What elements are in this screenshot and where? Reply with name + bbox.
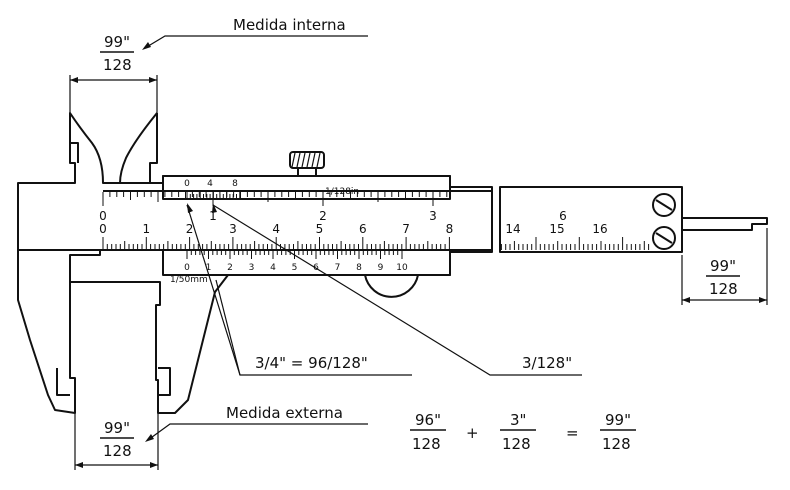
screw-bottom (652, 226, 676, 250)
vernier-bottom-label: 9 (378, 263, 384, 273)
frac-right-den: 128 (709, 280, 738, 298)
leader-three-quarter (186, 204, 412, 376)
inner-jaw-left-notch (70, 142, 79, 163)
eq-equals: = (566, 424, 579, 442)
inch-scale-label: 3 (429, 209, 437, 223)
fixed-jaw-body (17, 112, 493, 414)
mm-scale-label: 14 (505, 222, 520, 236)
vernier-bottom-label: 1 (206, 263, 212, 273)
inner-jaw-right-edge (149, 113, 158, 183)
leader-three-128 (212, 204, 582, 376)
callout-three-128: 3/128" (522, 354, 572, 372)
depth-rod (681, 207, 768, 231)
mm-scale-label: 16 (592, 222, 607, 236)
eq-a-den: 128 (412, 435, 441, 453)
vernier-top-label: 0 (184, 179, 190, 189)
mm-scale-label: 4 (272, 222, 280, 236)
screw-top (652, 193, 676, 217)
vernier-bottom-label: 0 (184, 263, 190, 273)
frac-top-num: 99" (104, 33, 130, 51)
frac-top-den: 128 (103, 56, 132, 74)
mm-scale-label: 6 (359, 222, 367, 236)
vernier-top-label: 4 (207, 179, 213, 189)
ext-jaw-right-notch (158, 367, 171, 396)
label-medida-externa: Medida externa (226, 404, 343, 422)
mm-scale-label: 15 (549, 222, 564, 236)
vernier-mm-unit: 1/50mm (170, 275, 208, 285)
leader-medida-externa (147, 423, 368, 441)
outer-jaw (17, 250, 76, 414)
inch-scale-label: 2 (319, 209, 327, 223)
inch-scale-label: 1 (209, 209, 217, 223)
vernier-bottom-label: 4 (270, 263, 276, 273)
vernier-bottom-label: 5 (292, 263, 298, 273)
vernier-inch-unit: 1/128in (325, 187, 359, 197)
vernier-bottom-label: 7 (335, 263, 341, 273)
mm-scale-label: 7 (402, 222, 410, 236)
eq-c-den: 128 (602, 435, 631, 453)
thumb-wheel (364, 274, 419, 298)
vernier-top-label: 8 (232, 179, 238, 189)
frac-bottom-den: 128 (103, 442, 132, 460)
mm-scale-label: 5 (316, 222, 324, 236)
label-medida-interna: Medida interna (233, 16, 346, 34)
eq-plus: + (466, 424, 479, 442)
mm-scale-label: 2 (186, 222, 194, 236)
inner-jaw-right (119, 112, 158, 184)
vernier-bottom-label: 10 (396, 263, 408, 273)
outer-jaw-inner (56, 368, 70, 396)
inch-scale-label: 0 (99, 209, 107, 223)
eq-b-den: 128 (502, 435, 531, 453)
inch-scale-label: 6 (559, 209, 567, 223)
callout-three-quarter: 3/4" = 96/128" (255, 354, 368, 372)
leader-medida-interna (144, 35, 368, 49)
vernier-bottom-label: 8 (356, 263, 362, 273)
frac-bottom-num: 99" (104, 419, 130, 437)
eq-a-num: 96" (415, 411, 441, 429)
mm-scale-label: 1 (142, 222, 150, 236)
mm-scale-label: 3 (229, 222, 237, 236)
eq-c-num: 99" (605, 411, 631, 429)
vernier-bottom-label: 6 (313, 263, 319, 273)
frac-right-num: 99" (710, 257, 736, 275)
vernier-bottom-label: 3 (249, 263, 255, 273)
mm-scale-label: 8 (446, 222, 454, 236)
vernier-bottom-label: 2 (227, 263, 233, 273)
mm-scale-label: 0 (99, 222, 107, 236)
eq-b-num: 3" (510, 411, 526, 429)
